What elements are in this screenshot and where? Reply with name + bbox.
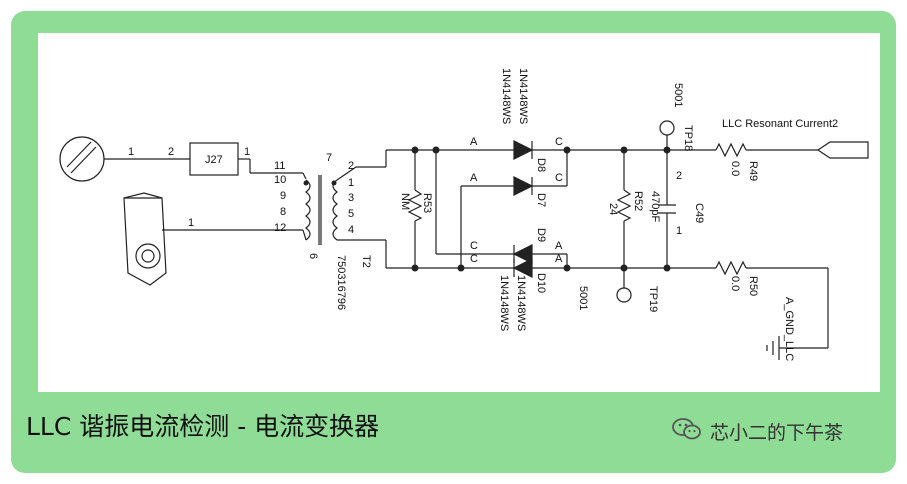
- tp19-point: [616, 287, 632, 303]
- label-j27-pin1: 1: [244, 146, 250, 158]
- label-coax-pin1: 1: [188, 217, 194, 229]
- d7-diode: [511, 176, 534, 196]
- label-c3: C: [555, 136, 563, 148]
- label-d8: D8: [535, 158, 547, 172]
- label-t2-ref: T2: [360, 255, 372, 268]
- coax-connector: [123, 192, 303, 286]
- wechat-icon: [672, 417, 702, 445]
- label-tp19: TP19: [647, 286, 659, 312]
- label-c2: C: [470, 253, 478, 265]
- r52-resistor: [616, 189, 632, 222]
- label-t2-pin1: 1: [348, 177, 354, 189]
- label-c49: C49: [693, 203, 705, 223]
- label-t2-pin12: 12: [274, 222, 286, 234]
- label-tp19-net: 5001: [577, 286, 589, 310]
- label-d10: D10: [535, 273, 547, 293]
- label-gnd: A_GND_LLC: [783, 297, 795, 361]
- figure-caption: LLC 谐振电流检测 - 电流变换器: [26, 412, 380, 441]
- schematic-panel: 1 2 J27 1 1 11 10 9 8 12 7 2 1 3 5 4 6 T…: [38, 33, 880, 392]
- card: 1 2 J27 1 1 11 10 9 8 12 7 2 1 3 5 4 6 T…: [11, 11, 896, 473]
- label-net: LLC Resonant Current2: [722, 118, 838, 130]
- label-d-bot-part: 1N4148WS: [515, 275, 527, 331]
- label-r53-val: NM: [399, 193, 411, 210]
- label-t2-pin3: 3: [348, 192, 354, 204]
- label-t2-pin8: 8: [280, 206, 286, 218]
- label-tp18-net: 5001: [672, 83, 684, 107]
- schematic-diagram: 1 2 J27 1 1 11 10 9 8 12 7 2 1 3 5 4 6 T…: [59, 68, 869, 361]
- label-pin1: 1: [128, 146, 134, 158]
- label-c49-pin1: 1: [676, 225, 682, 237]
- label-r52: R52: [632, 191, 644, 211]
- label-c1: C: [470, 240, 478, 252]
- label-r49: R49: [747, 161, 759, 181]
- label-t2-part: 750316796: [335, 255, 347, 310]
- label-d-top-part2: 1N4148WS: [500, 68, 512, 124]
- label-t2-pin10: 10: [274, 174, 286, 186]
- label-t2-pin6: 6: [307, 253, 319, 259]
- label-tp18: TP18: [682, 125, 694, 151]
- label-r53: R53: [421, 193, 433, 213]
- label-a2: A: [470, 172, 478, 184]
- label-r50-val: 0.0: [729, 276, 741, 291]
- label-j27: J27: [205, 154, 223, 166]
- t2-secondary: [332, 166, 357, 241]
- brand-watermark: 芯小二的下午茶: [672, 418, 843, 444]
- label-d9: D9: [535, 228, 547, 242]
- label-r49-val: 0.0: [729, 161, 741, 176]
- label-d-bot-part2: 1N4148WS: [498, 275, 510, 331]
- label-t2-pin9: 9: [280, 190, 286, 202]
- tp18-point: [659, 120, 675, 136]
- label-a4: A: [555, 253, 563, 265]
- label-t2-pin11: 11: [274, 160, 285, 172]
- round-connector: [59, 136, 190, 182]
- d10-diode: [511, 258, 534, 278]
- label-d7: D7: [535, 193, 547, 207]
- net-port: [816, 141, 869, 159]
- label-c49-val: 470pF: [649, 191, 661, 222]
- label-r52-val: 24: [607, 203, 619, 215]
- label-t2-pin5: 5: [348, 208, 354, 220]
- label-t2-pin2: 2: [348, 160, 354, 172]
- label-r50: R50: [747, 276, 759, 296]
- label-d-top-part: 1N4148WS: [517, 68, 529, 124]
- r49-resistor: [715, 142, 747, 158]
- label-t2-pin7: 7: [326, 152, 332, 164]
- label-t2-pin4: 4: [348, 224, 354, 236]
- label-c49-pin2: 2: [676, 170, 682, 182]
- r50-resistor: [715, 260, 747, 276]
- brand-text: 芯小二的下午茶: [710, 421, 844, 444]
- d8-diode: [511, 140, 534, 160]
- t2-primary: [302, 172, 311, 241]
- label-pin2: 2: [168, 146, 174, 158]
- label-a3: A: [555, 240, 563, 252]
- label-a1: A: [470, 136, 478, 148]
- junctions: [303, 146, 671, 272]
- r53-resistor: [407, 189, 423, 222]
- label-c4: C: [555, 172, 563, 184]
